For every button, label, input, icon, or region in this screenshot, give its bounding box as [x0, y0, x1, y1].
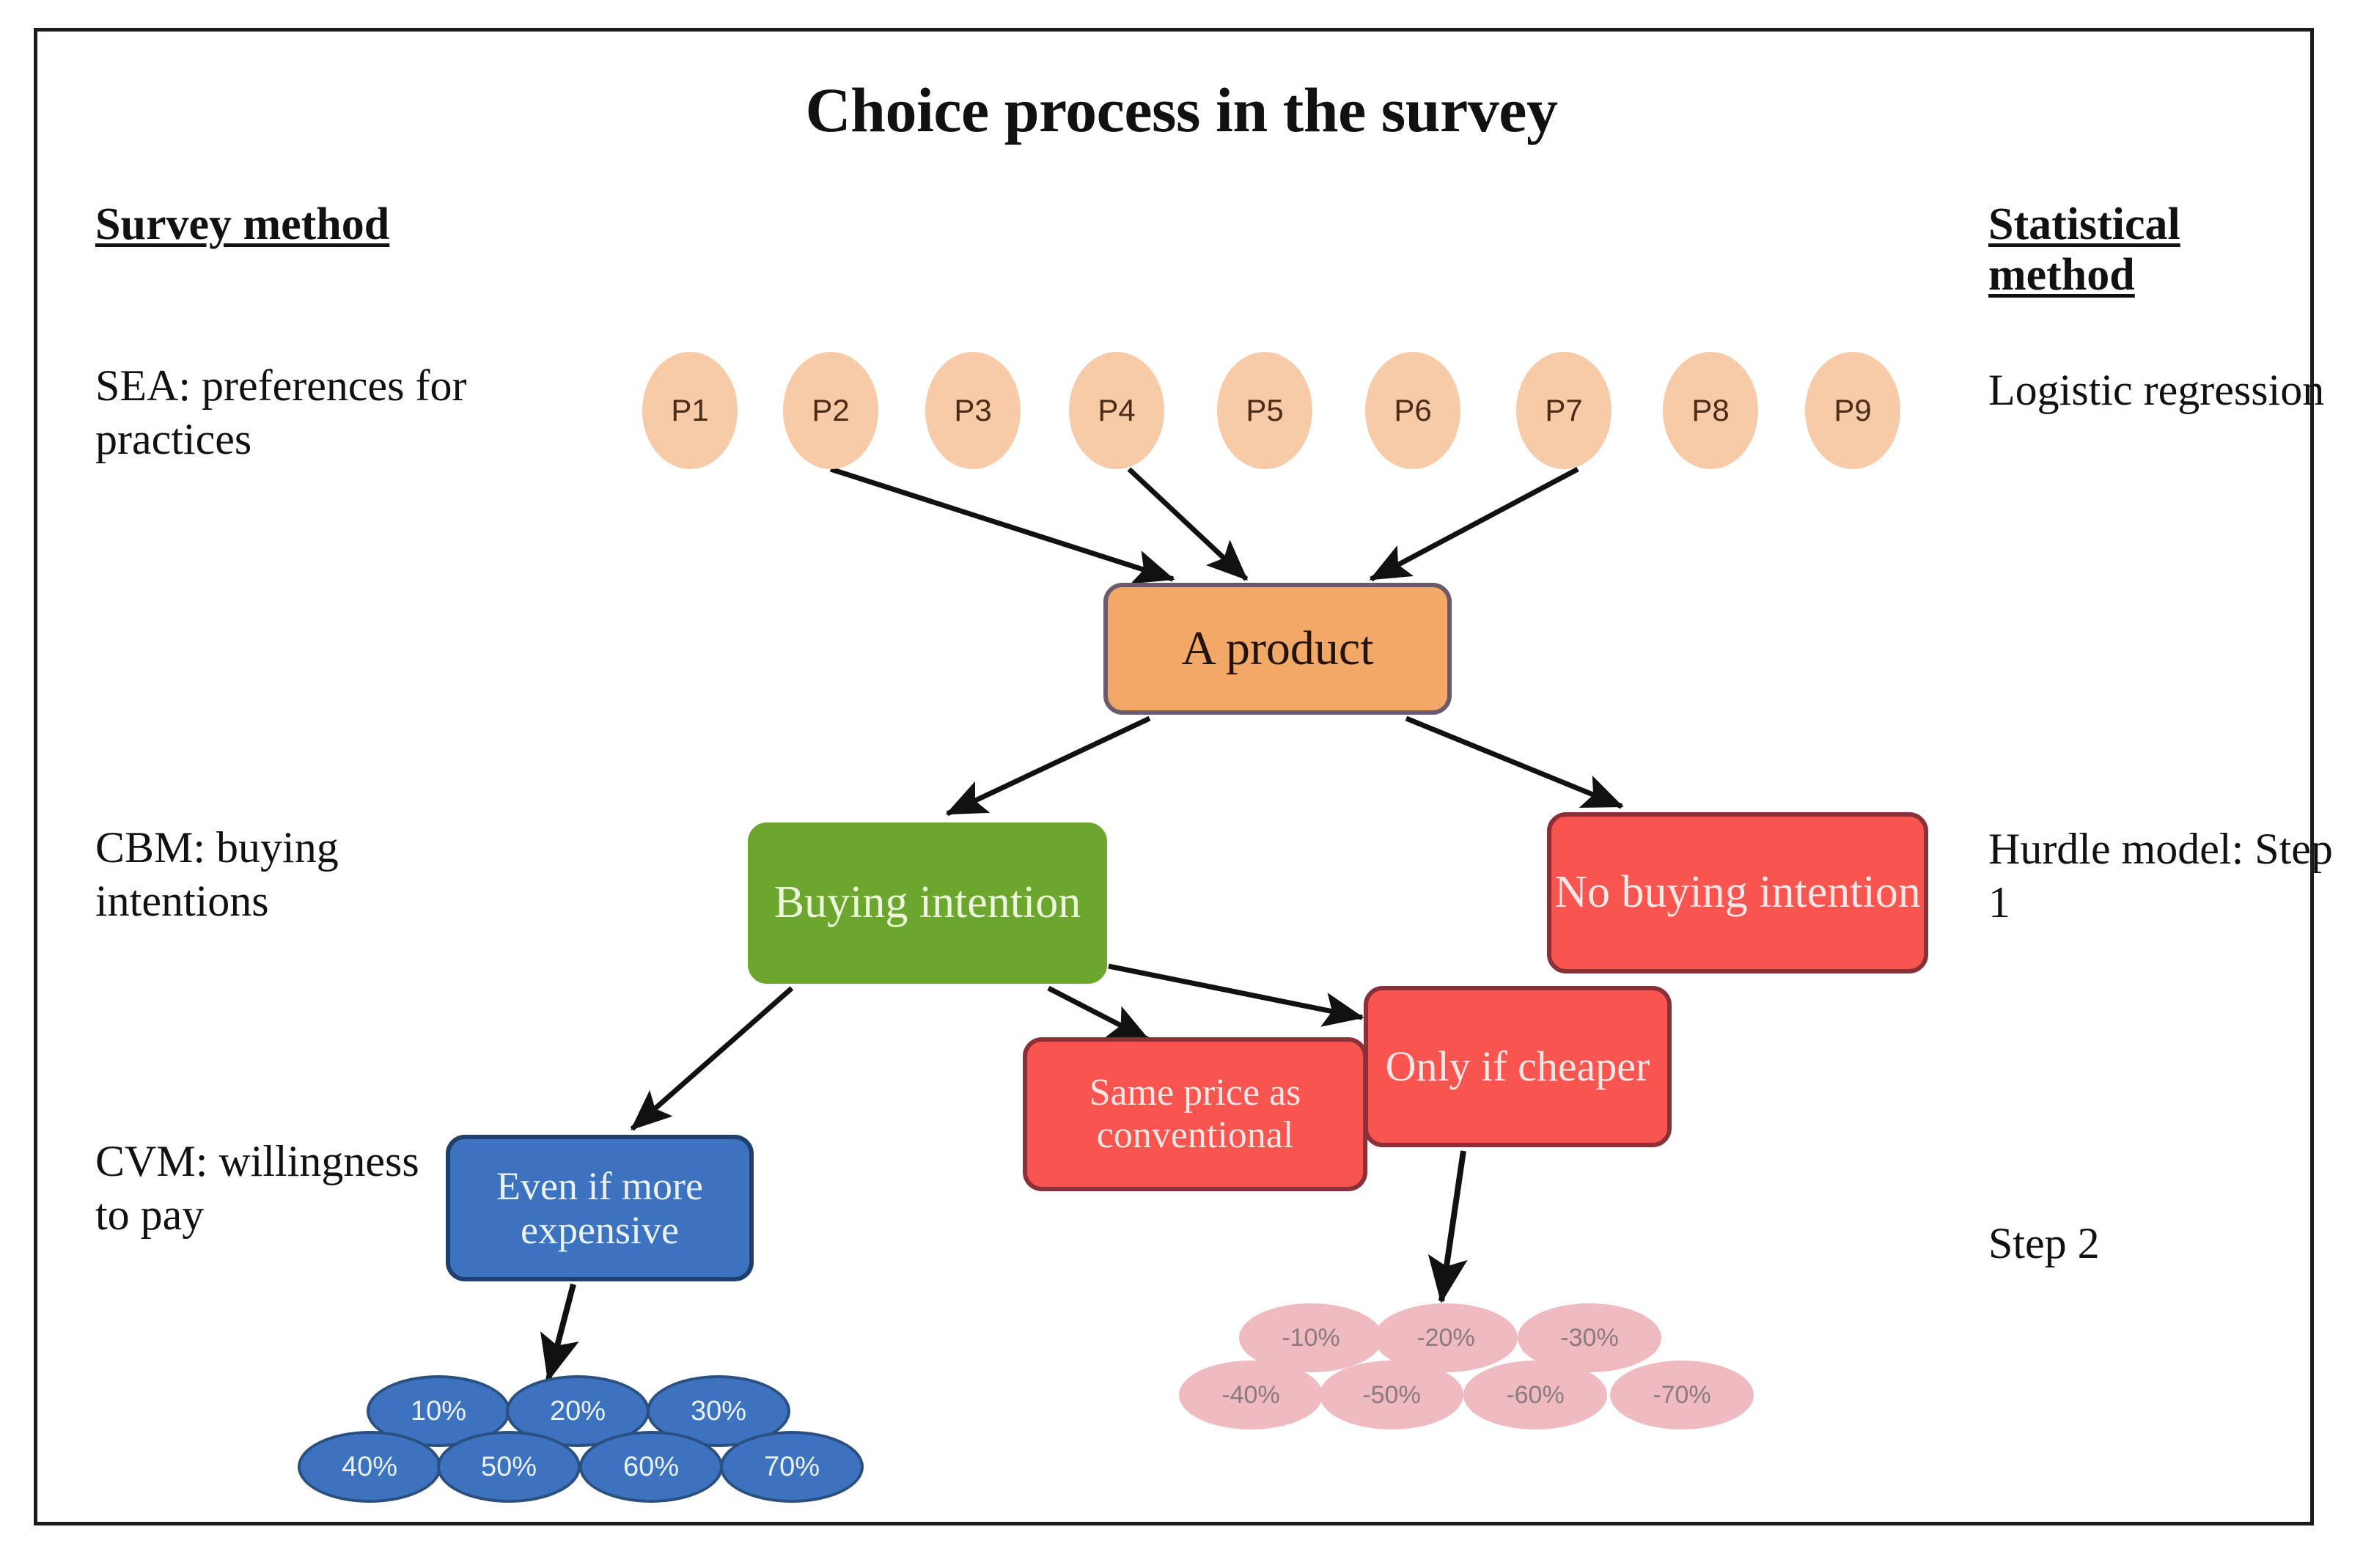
practice-ellipse-p5[interactable]: P5 — [1217, 352, 1312, 469]
diagram-frame — [34, 28, 2314, 1525]
wtp-ellipse-40[interactable]: 40% — [298, 1431, 441, 1503]
wtp-ellipse-60[interactable]: 60% — [579, 1431, 723, 1503]
wtp-ellipse-neg60[interactable]: -60% — [1463, 1361, 1607, 1429]
practice-ellipse-p9[interactable]: P9 — [1805, 352, 1900, 469]
practice-ellipse-p1[interactable]: P1 — [642, 352, 738, 469]
row-label-cvm: CVM: willingness to pay — [95, 1137, 419, 1240]
diagram-title: Choice process in the survey — [805, 75, 1558, 145]
statistical-method-header: Statistical method — [1988, 199, 2296, 301]
node-only-if-cheaper[interactable]: Only if cheaper — [1364, 986, 1672, 1147]
wtp-ellipse-70[interactable]: 70% — [720, 1431, 864, 1503]
node-even-if-more-expensive[interactable]: Even if more expensive — [446, 1135, 754, 1281]
wtp-ellipse-neg50[interactable]: -50% — [1320, 1361, 1463, 1429]
practice-ellipse-p8[interactable]: P8 — [1663, 352, 1758, 469]
node-same-price-as-conventional[interactable]: Same price as conventional — [1023, 1037, 1367, 1191]
statistical-method-header-line1: Statistical — [1988, 199, 2180, 249]
row-label-logistic-regression: Logistic regression — [1988, 366, 2325, 414]
row-label-hurdle-model-step1: Hurdle model: Step 1 — [1988, 825, 2333, 927]
row-label-cbm: CBM: buying intentions — [95, 823, 339, 926]
wtp-ellipse-neg40[interactable]: -40% — [1179, 1361, 1323, 1429]
practice-ellipse-p7[interactable]: P7 — [1516, 352, 1612, 469]
survey-method-header: Survey method — [95, 199, 389, 250]
survey-method-header-text: Survey method — [95, 199, 390, 249]
statistical-method-header-line2: method — [1988, 250, 2135, 301]
practice-ellipse-p4[interactable]: P4 — [1069, 352, 1164, 469]
wtp-ellipse-neg70[interactable]: -70% — [1610, 1361, 1754, 1429]
node-a-product[interactable]: A product — [1103, 583, 1452, 715]
node-buying-intention[interactable]: Buying intention — [748, 822, 1107, 984]
node-no-buying-intention[interactable]: No buying intention — [1547, 812, 1928, 973]
row-label-sea: SEA: preferences for practices — [95, 361, 467, 464]
practice-ellipse-p3[interactable]: P3 — [925, 352, 1021, 469]
practice-ellipse-p2[interactable]: P2 — [783, 352, 878, 469]
practice-ellipse-p6[interactable]: P6 — [1365, 352, 1460, 469]
wtp-ellipse-50[interactable]: 50% — [437, 1431, 581, 1503]
row-label-step2: Step 2 — [1988, 1219, 2100, 1267]
